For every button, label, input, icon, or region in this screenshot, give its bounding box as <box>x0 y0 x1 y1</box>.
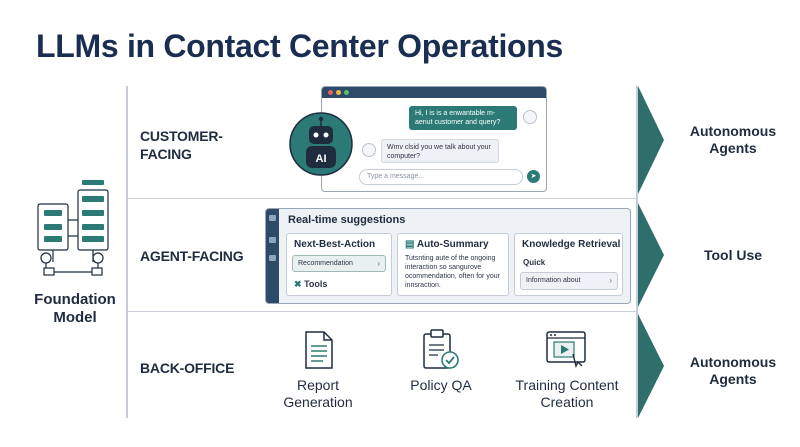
pill-label: Information about <box>526 277 581 284</box>
row-label-back-office: BACK-OFFICE <box>140 360 235 376</box>
card-title: Knowledge Retrieval <box>522 239 621 250</box>
arrow-chevron-icon <box>638 314 664 418</box>
robot-label: AI <box>316 153 327 165</box>
card-title-text: Auto-Summary <box>416 239 489 250</box>
send-icon[interactable]: ➤ <box>527 170 540 183</box>
summary-text: Tutsnting aute of the ongoing interactio… <box>405 255 500 289</box>
card-title: ▤ Auto-Summary <box>405 239 489 250</box>
knowledge-retrieval-card: Knowledge Retrieval Quick Information ab… <box>514 233 623 296</box>
report-generation-label: Report Generation <box>283 377 353 410</box>
document-icon <box>305 331 333 369</box>
document-icon <box>269 237 276 243</box>
window-dot-icon <box>328 90 333 95</box>
video-player-icon <box>546 331 586 369</box>
tools-row[interactable]: ✖ Tools <box>294 278 327 290</box>
row-label-agent-facing: AGENT-FACING <box>140 248 244 264</box>
tools-label: Tools <box>304 279 328 289</box>
arrow-chevron-icon <box>638 86 664 194</box>
user-avatar-icon <box>362 143 376 157</box>
row-divider <box>128 198 638 199</box>
message-input[interactable]: Type a message... <box>359 169 523 185</box>
incoming-message: Wmv clsid you we talk about your compute… <box>381 139 499 163</box>
foundation-model-label: Foundation Model <box>34 291 116 326</box>
user-icon <box>269 215 276 221</box>
arrow-chevron-icon <box>638 203 664 307</box>
panel-sidebar <box>266 209 279 303</box>
pill-label: Recommendation <box>298 260 353 267</box>
right-divider <box>636 86 638 418</box>
window-title-bar <box>322 87 546 98</box>
next-best-action-card: Next-Best-Action Recommendation › ✖ Tool… <box>286 233 392 296</box>
window-dot-icon <box>344 90 349 95</box>
training-content-creation-label: Training Content Creation <box>515 377 619 410</box>
recommendation-dropdown[interactable]: Recommendation › <box>292 255 386 272</box>
neural-network-icon <box>37 180 109 276</box>
document-icon: ▤ <box>405 239 415 250</box>
wrench-icon: ✖ <box>294 279 302 289</box>
right-label-autonomous-agents: Autonomous Agents <box>689 354 777 387</box>
page-title: LLMs in Contact Center Operations <box>36 28 564 64</box>
right-label-tool-use: Tool Use <box>703 247 763 263</box>
chevron-right-icon: › <box>609 276 612 285</box>
panel-title: Real-time suggestions <box>288 214 406 226</box>
quick-label: Quick <box>523 258 546 267</box>
row-label-customer-facing: CUSTOMER-FACING <box>140 128 223 162</box>
window-dot-icon <box>336 90 341 95</box>
user-avatar-icon <box>523 110 537 124</box>
clipboard-check-icon <box>423 329 459 369</box>
chat-window: Hi, I is is a enwantable m-aenut custome… <box>321 86 547 192</box>
left-divider <box>126 86 128 418</box>
policy-qa-label: Policy QA <box>410 377 472 393</box>
information-dropdown[interactable]: Information about › <box>520 272 618 290</box>
chevron-right-icon: › <box>377 259 380 268</box>
chat-icon <box>269 255 276 261</box>
ai-robot-icon: AI <box>289 112 353 176</box>
outgoing-message: Hi, I is is a enwantable m-aenut custome… <box>409 106 517 130</box>
suggestions-panel: Real-time suggestions Next-Best-Action R… <box>265 208 631 304</box>
row-divider <box>128 311 638 312</box>
auto-summary-card: ▤ Auto-Summary Tutsnting aute of the ong… <box>397 233 509 296</box>
card-title: Next-Best-Action <box>294 239 376 250</box>
right-label-autonomous-agents: Autonomous Agents <box>689 123 777 156</box>
